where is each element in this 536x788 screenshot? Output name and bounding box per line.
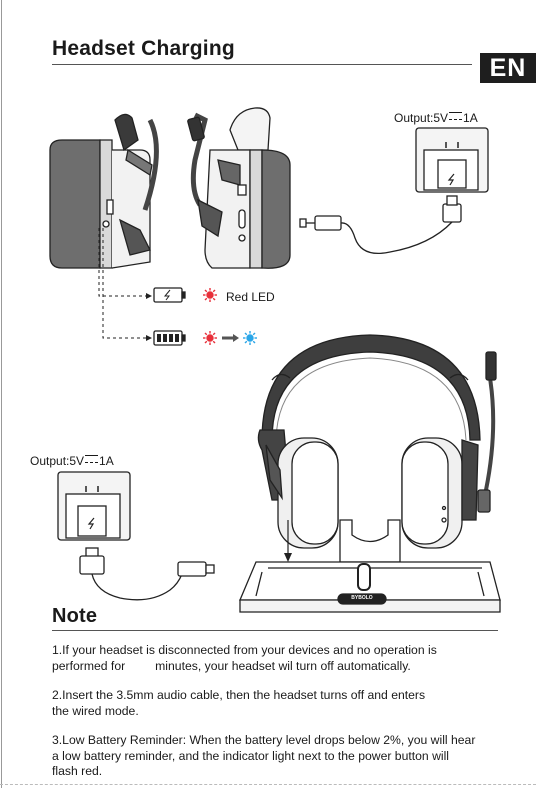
note-item-2-line-2: the wired mode.	[52, 704, 532, 720]
right-earcup-closeup	[187, 108, 290, 268]
top-wall-adapter	[416, 128, 488, 192]
top-charging-cable	[300, 196, 461, 253]
dock-brand-label: BYBOLO	[338, 595, 386, 601]
battery-low-icon	[154, 288, 185, 302]
arrow-right-icon	[222, 334, 239, 342]
red-led-icon	[203, 331, 217, 345]
left-wall-adapter	[58, 472, 130, 540]
left-earcup-closeup	[50, 114, 156, 268]
note-item-3-line-1: 3.Low Battery Reminder: When the battery…	[52, 733, 532, 749]
note-list: 1.If your headset is disconnected from y…	[52, 643, 532, 780]
arrow-head	[146, 293, 152, 299]
note-item-1-line-2: performed for minutes, your headset wil t…	[52, 659, 532, 675]
red-led-icon	[203, 288, 217, 302]
blue-led-icon	[243, 331, 257, 345]
headset-full	[258, 335, 496, 548]
battery-full-icon	[154, 331, 185, 345]
note-item-1-pre: performed for	[52, 659, 125, 673]
note-item-2-line-1: 2.Insert the 3.5mm audio cable, then the…	[52, 688, 532, 704]
left-charging-cable	[80, 548, 214, 600]
note-item-1-line-1: 1.If your headset is disconnected from y…	[52, 643, 532, 659]
note-item-3-line-3: flash red.	[52, 764, 532, 780]
arrow-head	[146, 335, 152, 341]
note-rule	[52, 630, 498, 631]
note-title: Note	[52, 605, 97, 628]
note-item-3-line-2: a low battery reminder, and the indicato…	[52, 749, 532, 765]
note-item-1-post: minutes, your headset wil turn off autom…	[155, 659, 411, 673]
page-bottom-edge	[0, 784, 536, 785]
charging-illustration	[0, 0, 536, 620]
